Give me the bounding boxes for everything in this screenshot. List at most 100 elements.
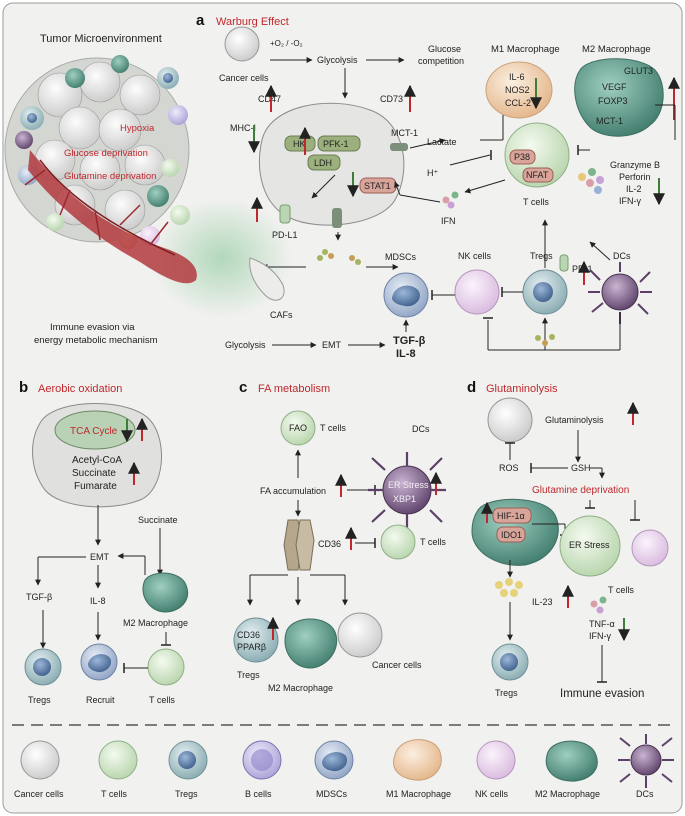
nk-cells-label: NK cells — [458, 251, 492, 261]
legend-item-m1-macrophage: M1 Macrophage — [386, 739, 451, 799]
immune-evasion-label: Immune evasion — [560, 688, 644, 700]
legend-item-b-cells: B cells — [242, 740, 282, 799]
tregs-label-d: Tregs — [495, 688, 518, 698]
ifn-dots — [442, 191, 459, 209]
cafs-label: CAFs — [270, 310, 293, 320]
legend-item-nk-cells: NK cells — [475, 740, 516, 799]
panel-b-title: Aerobic oxidation — [38, 383, 122, 395]
m1-item: NOS2 — [505, 85, 530, 95]
stat1-label: STAT1 — [364, 181, 391, 191]
pparb-label: PPARβ — [237, 642, 266, 652]
glutamine-deprivation-d: Glutamine deprivation — [532, 485, 629, 496]
metabolite: Succinate — [72, 468, 116, 479]
legend: Cancer cells T cells Tregs B cells MDSCs… — [14, 734, 674, 799]
nfat-box — [522, 167, 554, 183]
m2-item: FOXP3 — [598, 96, 628, 106]
legend-label: MDSCs — [316, 789, 347, 799]
legend-item-m2-macrophage: M2 Macrophage — [535, 740, 600, 799]
cd36-label: CD36 — [318, 539, 341, 549]
panel-c-letter: c — [239, 379, 247, 396]
il8-label: IL-8 — [396, 348, 416, 360]
m2-item: MCT-1 — [596, 116, 623, 126]
p38-label: P38 — [514, 152, 530, 162]
treg-cell-c — [233, 617, 279, 663]
legend-item-mdscs: MDSCs — [314, 740, 354, 799]
mdsc-cell — [383, 272, 429, 318]
gsh-label: GSH — [571, 463, 591, 473]
cd73-label: CD73 — [380, 94, 403, 104]
glucose-competition-2: competition — [418, 56, 464, 66]
pd1-label: PD-1 — [572, 264, 593, 274]
panel-d-letter: d — [467, 379, 476, 396]
treg-cell-d-bottom — [491, 643, 529, 681]
glycolysis2-label: Glycolysis — [225, 340, 266, 350]
pd1-receptor — [559, 254, 569, 272]
p38-box — [509, 149, 536, 165]
emt-label-b: EMT — [90, 552, 110, 562]
caf-cell — [249, 257, 285, 301]
tnfa-label: TNF-α — [589, 619, 615, 629]
legend-label: Tregs — [175, 789, 198, 799]
m2-label-b: M2 Macrophage — [123, 618, 188, 628]
cancer-cell-c — [337, 612, 383, 658]
cytokine-item: IFN-γ — [619, 196, 641, 206]
cd36-small-label: CD36 — [237, 630, 260, 640]
ido1-box — [496, 526, 526, 543]
m1-item: IL-6 — [509, 72, 525, 82]
t-cells-label-b: T cells — [149, 695, 175, 705]
t-cells-label: T cells — [523, 197, 549, 207]
m2-macrophage-cell — [574, 58, 664, 137]
immune-evasion-line1: Immune evasion via — [50, 322, 135, 333]
nfat-label: NFAT — [526, 170, 549, 180]
il23-dots — [495, 578, 523, 597]
il23-label: IL-23 — [532, 597, 553, 607]
lactate-label: Lactate — [427, 137, 457, 147]
treg-cell — [522, 269, 568, 315]
legend-label: M1 Macrophage — [386, 789, 451, 799]
cytokine-dots — [578, 168, 604, 194]
metabolite: Acetyl-CoA — [72, 455, 122, 466]
legend-label: M2 Macrophage — [535, 789, 600, 799]
glucose-deprivation-label: Glucose deprivation — [64, 148, 148, 159]
metabolite: Fumarate — [74, 481, 117, 492]
legend-item-dcs: DCs — [618, 734, 674, 799]
hif1a-box — [492, 507, 532, 524]
dcs-label: DCs — [613, 251, 631, 261]
t-cells-right-label: T cells — [420, 537, 446, 547]
nk-cell-d — [631, 529, 669, 567]
m2-macrophage-c — [284, 618, 338, 669]
legend-label: T cells — [101, 789, 127, 799]
t-cells-top-label: T cells — [320, 423, 346, 433]
hypoxia-label: Hypoxia — [120, 123, 155, 134]
ido1-label: IDO1 — [501, 530, 522, 540]
m2-item: GLUT3 — [624, 66, 653, 76]
panel-a-title: Warburg Effect — [216, 16, 289, 28]
cancer-cell-b — [32, 403, 162, 508]
t-cells-label-d: T cells — [608, 585, 634, 595]
pdl1-receptor — [279, 204, 291, 224]
mct1-label: MCT-1 — [391, 128, 418, 138]
immune-evasion-line2: energy metabolic mechanism — [34, 335, 158, 346]
treg-cell-b — [24, 648, 62, 686]
t-cell-c-right — [380, 524, 416, 560]
cancer-cells-label-c: Cancer cells — [372, 660, 422, 670]
ifng-label: IFN-γ — [589, 631, 611, 641]
glutamine-deprivation-label: Glutamine deprivation — [64, 171, 156, 182]
mhc1-label: MHC-I — [230, 123, 256, 133]
m1-item: CCL-2 — [505, 98, 531, 108]
legend-label: Cancer cells — [14, 789, 64, 799]
mdsc-cell-b — [80, 643, 118, 681]
panel-a-letter: a — [196, 12, 205, 29]
mdscs-label: MDSCs — [385, 252, 416, 262]
hif1a-label: HIF-1α — [497, 511, 525, 521]
t-cell-c-top — [280, 410, 316, 446]
succinate-label: Succinate — [138, 515, 178, 525]
cancer-cell-top — [224, 26, 260, 62]
fao-label: FAO — [289, 423, 307, 433]
cancer-cells-label: Cancer cells — [219, 73, 269, 83]
emt-label: EMT — [322, 340, 342, 350]
dcs-label-c: DCs — [412, 424, 430, 434]
tumor-spheroid — [4, 55, 292, 318]
